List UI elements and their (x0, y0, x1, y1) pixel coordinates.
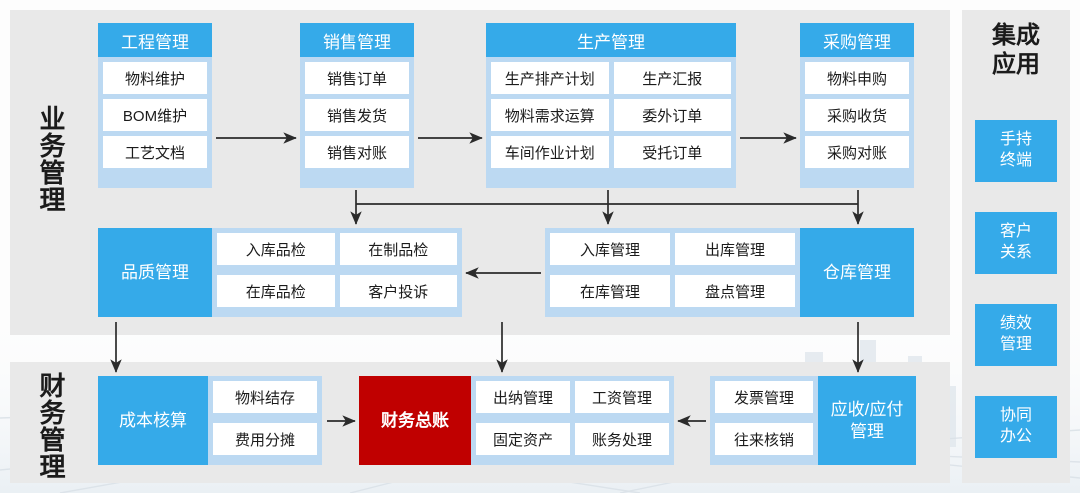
integration-app-handheld-terminal-line2: 终端 (999, 152, 1032, 169)
menu-item-cashier-management[interactable]: 出纳管理 (476, 381, 570, 413)
integration-app-customer-relationship[interactable]: 客户 关系 (975, 212, 1057, 274)
menu-item-sales-delivery[interactable]: 销售发货 (305, 99, 409, 131)
integration-applications-title: 集成 应用 (962, 22, 1070, 80)
receivable-payable-header: 应收/应付 管理 (818, 376, 916, 465)
menu-item-sales-order[interactable]: 销售订单 (305, 62, 409, 94)
menu-item-process-document[interactable]: 工艺文档 (103, 136, 207, 168)
menu-item-outsourcing-order[interactable]: 委外订单 (613, 99, 731, 131)
quality-management-card[interactable]: 品质管理 入库品检 在制品检 在库品检 客户投诉 (98, 228, 462, 317)
cost-accounting-header: 成本核算 (98, 376, 208, 465)
menu-item-current-account-writeoff[interactable]: 往来核销 (715, 423, 813, 455)
cost-accounting-card[interactable]: 成本核算 物料结存 费用分摊 (98, 376, 322, 465)
menu-item-bom-maintenance[interactable]: BOM维护 (103, 99, 207, 131)
integration-title-line1: 集成 (992, 22, 1040, 49)
production-management-header: 生产管理 (486, 23, 736, 57)
menu-item-workshop-job-plan[interactable]: 车间作业计划 (491, 136, 609, 168)
engineering-management-header: 工程管理 (98, 23, 212, 57)
menu-item-production-report[interactable]: 生产汇报 (613, 62, 731, 94)
integration-app-collaborative-office-line2: 办公 (999, 428, 1032, 445)
menu-item-wip-inspection[interactable]: 在制品检 (339, 233, 457, 265)
integration-app-performance-management-line2: 管理 (999, 336, 1032, 353)
engineering-management-card[interactable]: 工程管理 物料维护 BOM维护 工艺文档 (98, 23, 212, 188)
general-ledger-card[interactable]: 财务总账 出纳管理 工资管理 固定资产 账务处理 (359, 376, 674, 465)
business-management-label: 业务管理 (36, 105, 66, 213)
integration-app-collaborative-office-line1: 协同 (999, 407, 1032, 425)
integration-app-customer-relationship-line2: 关系 (999, 244, 1032, 261)
integration-app-handheld-terminal[interactable]: 手持 终端 (975, 120, 1057, 182)
integration-app-collaborative-office[interactable]: 协同 办公 (975, 396, 1057, 458)
menu-item-material-purchase-request[interactable]: 物料申购 (805, 62, 909, 94)
menu-item-payroll-management[interactable]: 工资管理 (575, 381, 669, 413)
production-management-card[interactable]: 生产管理 生产排产计划 生产汇报 物料需求运算 委外订单 车间作业计划 受托订单 (486, 23, 736, 188)
menu-item-instock-management[interactable]: 在库管理 (550, 275, 670, 307)
menu-item-material-maintenance[interactable]: 物料维护 (103, 62, 207, 94)
quality-management-header: 品质管理 (98, 228, 212, 317)
receivable-payable-header-line2: 管理 (850, 421, 884, 441)
menu-item-cost-allocation[interactable]: 费用分摊 (213, 423, 317, 455)
receivable-payable-card[interactable]: 发票管理 往来核销 应收/应付 管理 (710, 376, 916, 465)
menu-item-fixed-assets[interactable]: 固定资产 (476, 423, 570, 455)
receivable-payable-header-line1: 应收/应付 (830, 400, 904, 420)
menu-item-material-requirement-calc[interactable]: 物料需求运算 (491, 99, 609, 131)
menu-item-purchase-receipt[interactable]: 采购收货 (805, 99, 909, 131)
finance-management-label: 财务管理 (36, 372, 66, 480)
menu-item-entrusted-order[interactable]: 受托订单 (613, 136, 731, 168)
warehouse-management-card[interactable]: 入库管理 出库管理 在库管理 盘点管理 仓库管理 (545, 228, 914, 317)
menu-item-purchase-reconciliation[interactable]: 采购对账 (805, 136, 909, 168)
sales-management-card[interactable]: 销售管理 销售订单 销售发货 销售对账 (300, 23, 414, 188)
purchasing-management-card[interactable]: 采购管理 物料申购 采购收货 采购对账 (800, 23, 914, 188)
menu-item-instock-inspection[interactable]: 在库品检 (217, 275, 335, 307)
warehouse-management-header: 仓库管理 (800, 228, 914, 317)
menu-item-sales-reconciliation[interactable]: 销售对账 (305, 136, 409, 168)
menu-item-material-balance[interactable]: 物料结存 (213, 381, 317, 413)
integration-app-performance-management[interactable]: 绩效 管理 (975, 304, 1057, 366)
menu-item-inbound-management[interactable]: 入库管理 (550, 233, 670, 265)
menu-item-invoice-management[interactable]: 发票管理 (715, 381, 813, 413)
integration-app-customer-relationship-line1: 客户 (999, 223, 1032, 241)
purchasing-management-header: 采购管理 (800, 23, 914, 57)
menu-item-inbound-inspection[interactable]: 入库品检 (217, 233, 335, 265)
integration-app-performance-management-line1: 绩效 (999, 315, 1032, 333)
menu-item-production-schedule-plan[interactable]: 生产排产计划 (491, 62, 609, 94)
menu-item-customer-complaint[interactable]: 客户投诉 (339, 275, 457, 307)
sales-management-header: 销售管理 (300, 23, 414, 57)
menu-item-accounting-processing[interactable]: 账务处理 (575, 423, 669, 455)
integration-title-line2: 应用 (992, 50, 1040, 78)
integration-app-handheld-terminal-line1: 手持 (999, 131, 1032, 149)
general-ledger-header: 财务总账 (359, 376, 471, 465)
menu-item-outbound-management[interactable]: 出库管理 (675, 233, 795, 265)
menu-item-stocktaking-management[interactable]: 盘点管理 (675, 275, 795, 307)
